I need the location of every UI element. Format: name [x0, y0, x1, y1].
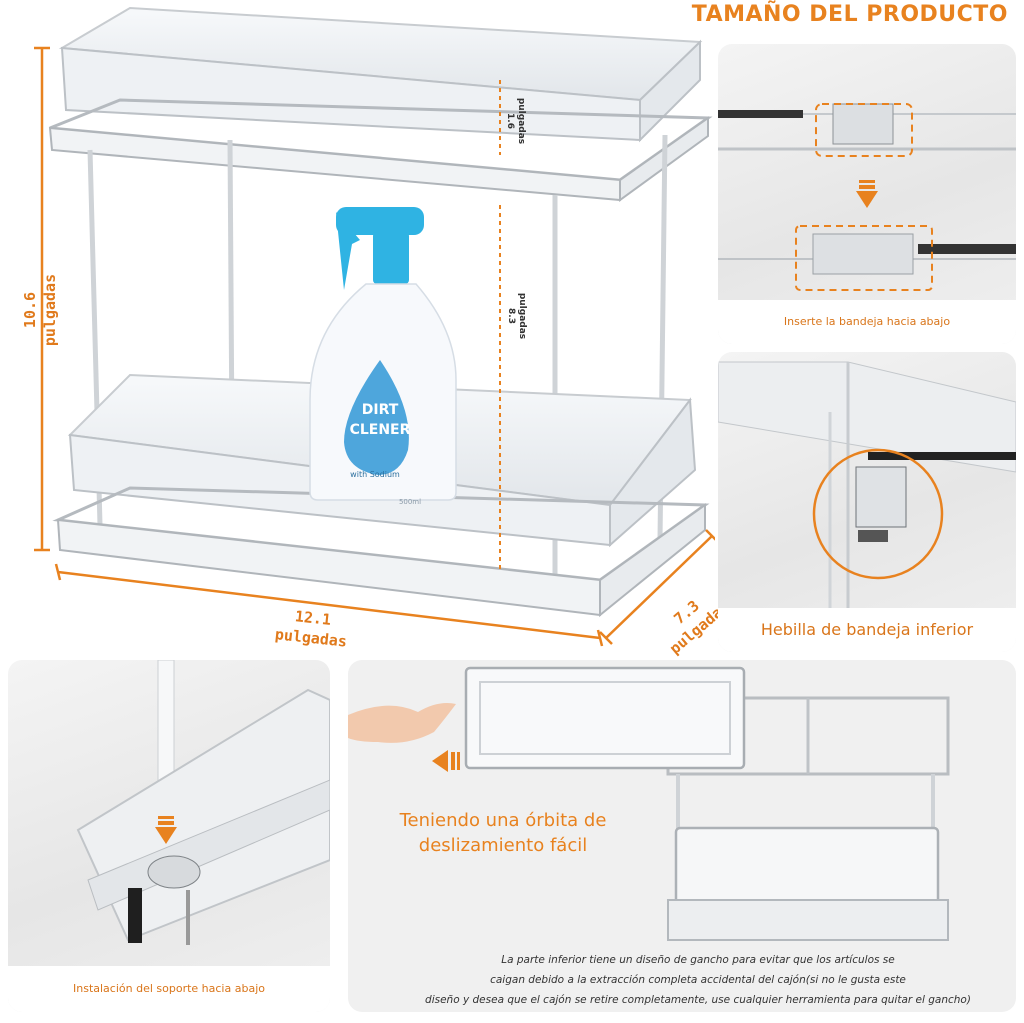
shelf-gap-dimension: pulgadas 8.3 — [505, 288, 527, 344]
arrow-left-icon — [432, 750, 460, 772]
highlight-box-bottom — [795, 225, 933, 291]
hook-note-line2: caigan debido a la extracción completa a… — [490, 974, 906, 986]
height-unit: pulgadas — [41, 273, 59, 347]
hook-note-line3: diseño y desea que el cajón se retire co… — [425, 994, 971, 1006]
drawer-height-value: 1.6 — [505, 113, 515, 129]
drawer-height-dimension: pulgadas 1.6 — [504, 96, 526, 146]
spray-bottle-icon — [309, 207, 457, 501]
bottle-volume: 500ml — [398, 498, 422, 506]
slide-highlight-line1: Teniendo una órbita de — [399, 810, 607, 831]
shelf-gap-unit: pulgadas — [517, 292, 527, 340]
bottle-label: DIRT CLENER — [340, 400, 420, 440]
slide-highlight: Teniendo una órbita de deslizamiento fác… — [378, 808, 628, 858]
slide-highlight-line2: deslizamiento fácil — [418, 835, 588, 856]
insert-caption: Inserte la bandeja hacia abajo — [718, 300, 1016, 344]
install-panel: Instalación del soporte hacia abajo — [8, 660, 330, 1012]
slide-panel: Teniendo una órbita de deslizamiento fác… — [348, 660, 1016, 1012]
buckle-panel: Hebilla de bandeja inferior — [718, 352, 1016, 652]
hand-icon — [348, 703, 456, 743]
height-value: 10.6 — [21, 291, 39, 329]
arrow-down-icon — [856, 180, 878, 208]
organizer-illustration — [34, 6, 715, 647]
dimension-lines — [34, 46, 715, 647]
base-shelf — [52, 486, 710, 618]
highlight-circle — [812, 448, 944, 580]
arrow-down-icon — [155, 816, 177, 844]
hook-note: La parte inferior tiene un diseño de gan… — [418, 950, 978, 1010]
shelf-gap-value: 8.3 — [506, 308, 516, 324]
bottle-label-line1: DIRT — [361, 402, 399, 418]
bottle-label-line2: CLENER — [349, 422, 411, 438]
height-dimension: 10.6 pulgadas — [20, 250, 60, 370]
hook-note-line1: La parte inferior tiene un diseño de gan… — [501, 954, 895, 966]
highlight-box-top — [815, 103, 913, 157]
insert-tray-detail — [718, 103, 1016, 291]
install-detail — [76, 660, 330, 945]
page-title: TAMAÑO DEL PRODUCTO — [691, 2, 1008, 27]
bottle-sub: with Sodium — [350, 470, 400, 479]
install-caption: Instalación del soporte hacia abajo — [8, 966, 330, 1012]
buckle-detail — [718, 361, 1016, 612]
insert-tray-panel: Inserte la bandeja hacia abajo — [718, 44, 1016, 344]
drawer-height-unit: pulgadas — [516, 97, 526, 145]
slide-detail — [348, 666, 950, 941]
buckle-caption: Hebilla de bandeja inferior — [718, 608, 1016, 652]
upper-drawer — [58, 6, 703, 143]
